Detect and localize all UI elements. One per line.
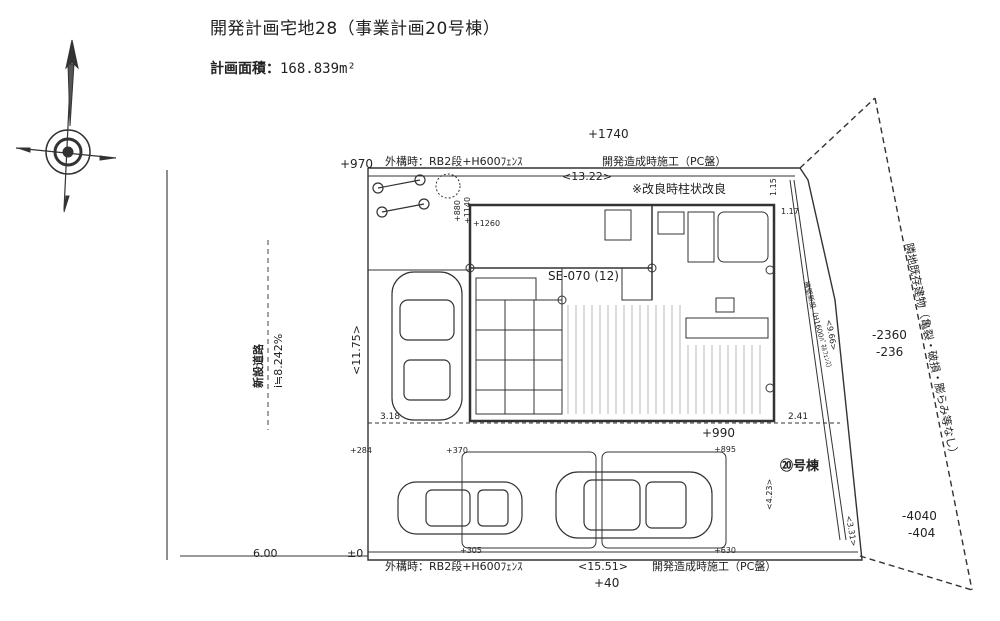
construction-note-top: 開発造成時施工（PC盤） [602, 154, 726, 168]
setback-right: 2.41 [788, 412, 808, 422]
level-880: +880 [453, 200, 462, 222]
top-gap: 1.15 [769, 178, 778, 196]
level-right-a1: -2360 [872, 328, 907, 342]
new-road-label: 新設道路 [251, 343, 265, 388]
level-895: +895 [714, 445, 736, 454]
planned-area: 計画面積：168.839m² [210, 58, 356, 78]
level-370: +370 [446, 446, 468, 455]
fence-note-top: 外構時：RB2段+H600ﾌｪﾝｽ [385, 154, 523, 168]
parking-bays [461, 451, 727, 549]
level-right-a2: -236 [876, 345, 903, 359]
level-top-left: +970 [340, 157, 373, 171]
road-width: 6.00 [253, 547, 278, 560]
level-right-b1: -4040 [902, 509, 937, 523]
building-number: ⑳号棟 [780, 458, 820, 474]
bicycles-icon [372, 174, 430, 218]
level-house-base: +990 [702, 426, 735, 440]
living-floor-pattern [567, 305, 761, 414]
car-bottom-left-icon [397, 481, 523, 535]
site-boundary [367, 97, 973, 591]
depth-left: <11.75> [350, 325, 363, 375]
soil-note: ※改良時柱状改良 [632, 181, 726, 196]
level-1260: +1260 [473, 219, 500, 228]
column-markers [465, 263, 775, 393]
level-284: +284 [350, 446, 372, 455]
house-outline [468, 203, 776, 423]
neighbor-note: 隣地既存建物（亀裂・破損・膨らみ等なし） [902, 242, 961, 460]
car-bottom-right-icon [555, 471, 713, 539]
construction-note-bottom: 開発造成時施工（PC盤） [652, 559, 776, 573]
level-bottom: +40 [594, 576, 619, 590]
level-origin: ±0 [347, 547, 363, 560]
side-a: <4.23> [765, 479, 774, 510]
setback-left: 3.18 [380, 412, 400, 422]
level-630: +630 [714, 546, 736, 555]
level-top: +1740 [588, 127, 629, 141]
retaining-wall [789, 179, 847, 541]
side-b: <3.31> [844, 515, 858, 547]
area-value: 168.839m² [280, 61, 356, 77]
width-bottom: <15.51> [578, 560, 628, 573]
fence-note-bottom: 外構時：RB2段+H600ﾌｪﾝｽ [385, 559, 523, 573]
level-right-b2: -404 [908, 526, 935, 540]
level-1140: +1140 [463, 197, 472, 224]
tree-icon [435, 173, 461, 199]
area-label: 計画面積： [210, 61, 280, 77]
side-gap: 1.17 [781, 207, 799, 216]
drawing-title: 開発計画宅地28（事業計画20号棟） [210, 19, 501, 39]
road-slope-label: i≒8.242% [272, 334, 285, 388]
house-code: SE-070 (12) [548, 269, 619, 283]
level-305: +305 [460, 546, 482, 555]
car-left-icon [391, 271, 463, 421]
north-compass-icon [15, 39, 117, 213]
width-top: <13.22> [562, 170, 612, 183]
